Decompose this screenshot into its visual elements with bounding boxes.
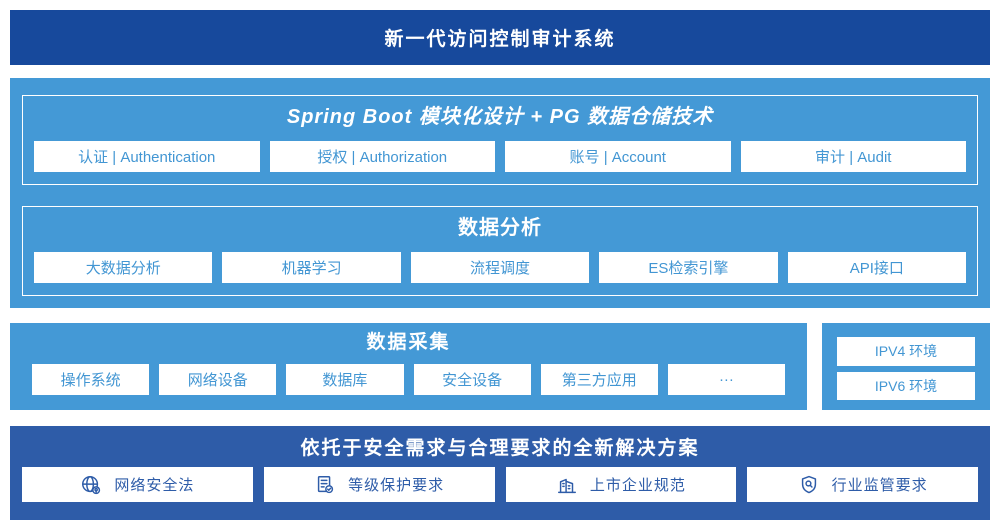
env-box-ipv4: IPV4 环境 bbox=[837, 337, 975, 366]
collection-title: 数据采集 bbox=[366, 332, 451, 353]
module-box-account: 账号 | Account bbox=[505, 141, 731, 172]
solution-box-classified-protection: 等级保护要求 bbox=[263, 467, 495, 502]
collect-box-os: 操作系统 bbox=[32, 364, 150, 395]
modules-row: 认证 | Authentication 授权 | Authorization 账… bbox=[34, 141, 966, 172]
modules-title: Spring Boot 模块化设计 + PG 数据仓储技术 bbox=[286, 106, 714, 128]
analysis-row: 大数据分析 机器学习 流程调度 ES检索引擎 API接口 bbox=[34, 252, 967, 283]
solution-box-industry-regulation: 行业监管要求 bbox=[747, 467, 978, 502]
shield-search-icon bbox=[798, 474, 820, 496]
collect-box-database: 数据库 bbox=[286, 364, 404, 395]
collection-section: 数据采集 操作系统 网络设备 数据库 安全设备 第三方应用 ··· bbox=[10, 323, 807, 410]
solution-label: 上市企业规范 bbox=[589, 477, 686, 494]
solution-label: 等级保护要求 bbox=[348, 477, 445, 494]
document-check-icon bbox=[314, 474, 336, 496]
collect-box-ellipsis: ··· bbox=[667, 364, 786, 395]
solution-label: 行业监管要求 bbox=[831, 477, 928, 494]
solution-label: 网络安全法 bbox=[114, 477, 195, 494]
module-box-authentication: 认证 | Authentication bbox=[34, 141, 260, 172]
system-title-banner: 新一代访问控制审计系统 bbox=[10, 10, 990, 65]
solution-title: 依托于安全需求与合理要求的全新解决方案 bbox=[300, 438, 700, 459]
platform-section: Spring Boot 模块化设计 + PG 数据仓储技术 认证 | Authe… bbox=[10, 78, 990, 308]
modules-subsection: Spring Boot 模块化设计 + PG 数据仓储技术 认证 | Authe… bbox=[22, 95, 978, 185]
solution-row: 网络安全法 等级保护要求 bbox=[22, 467, 978, 502]
module-box-authorization: 授权 | Authorization bbox=[269, 141, 495, 172]
analysis-box-workflow: 流程调度 bbox=[410, 252, 590, 283]
solution-box-listed-company: 上市企业规范 bbox=[505, 467, 737, 502]
solution-box-cybersecurity-law: 网络安全法 bbox=[22, 467, 253, 502]
collection-row: 数据采集 操作系统 网络设备 数据库 安全设备 第三方应用 ··· IPV4 环… bbox=[10, 323, 990, 410]
analysis-box-es: ES检索引擎 bbox=[599, 252, 778, 283]
network-env-panel: IPV4 环境 IPV6 环境 bbox=[822, 323, 990, 410]
analysis-subsection: 数据分析 大数据分析 机器学习 流程调度 ES检索引擎 API接口 bbox=[22, 206, 978, 296]
analysis-box-api: API接口 bbox=[787, 252, 967, 283]
analysis-title: 数据分析 bbox=[458, 217, 542, 239]
analysis-box-bigdata: 大数据分析 bbox=[34, 252, 213, 283]
system-title: 新一代访问控制审计系统 bbox=[384, 29, 616, 50]
analysis-box-ml: 机器学习 bbox=[222, 252, 401, 283]
globe-icon bbox=[80, 474, 102, 496]
collect-box-thirdparty: 第三方应用 bbox=[540, 364, 658, 395]
building-icon bbox=[556, 474, 578, 496]
collection-boxes-row: 操作系统 网络设备 数据库 安全设备 第三方应用 ··· bbox=[32, 364, 786, 395]
collect-box-security-device: 安全设备 bbox=[413, 364, 531, 395]
env-box-ipv6: IPV6 环境 bbox=[837, 371, 975, 400]
solution-section: 依托于安全需求与合理要求的全新解决方案 网络安全法 bbox=[10, 426, 990, 520]
module-box-audit: 审计 | Audit bbox=[740, 141, 966, 172]
collect-box-network-device: 网络设备 bbox=[159, 364, 277, 395]
